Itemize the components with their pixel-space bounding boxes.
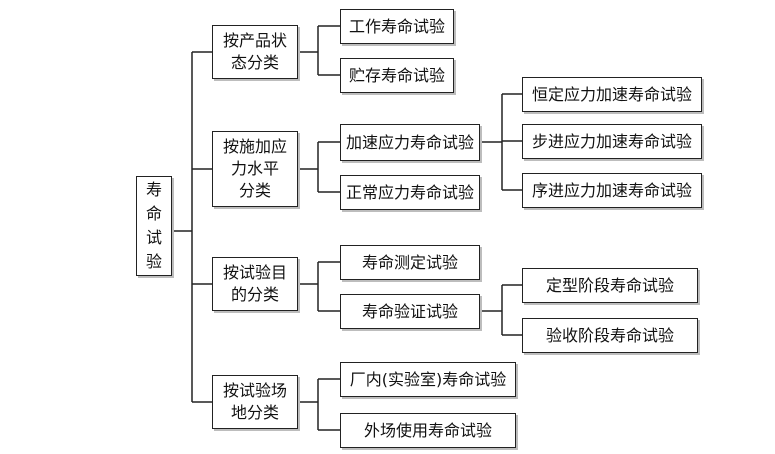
label-line: 力水平 (230, 159, 279, 178)
label-line: 按施加应 (222, 137, 287, 156)
node-field-use-test: 外场使用寿命试验 (340, 413, 516, 448)
node-step-stress-accelerated-test: 步进应力加速寿命试验 (522, 124, 702, 159)
label-line: 按试验目 (222, 263, 287, 282)
label-line: 态分类 (230, 53, 279, 72)
node-accelerated-stress-test: 加速应力寿命试验 (340, 124, 480, 161)
category-product-state: 按产品状态分类 (212, 25, 298, 79)
node-in-house-lab-test: 厂内(实验室)寿命试验 (340, 362, 516, 397)
root-node: 寿命试验 (136, 176, 172, 276)
label-line: 按试验场 (222, 381, 287, 400)
node-constant-stress-accelerated-test: 恒定应力加速寿命试验 (522, 77, 702, 112)
label-line: 地分类 (230, 403, 279, 422)
category-test-purpose: 按试验目的分类 (212, 257, 298, 311)
label-line: 分类 (238, 181, 271, 200)
node-work-life-test: 工作寿命试验 (340, 9, 454, 44)
label-line: 按产品状 (222, 31, 287, 50)
node-life-measurement-test: 寿命测定试验 (340, 245, 480, 280)
node-type-stage-life-test: 定型阶段寿命试验 (522, 268, 698, 303)
category-stress-level: 按施加应力水平分类 (212, 131, 298, 207)
node-storage-life-test: 贮存寿命试验 (340, 58, 454, 93)
category-test-site: 按试验场地分类 (212, 375, 298, 429)
label-line: 的分类 (230, 285, 279, 304)
node-life-verification-test: 寿命验证试验 (340, 294, 480, 329)
node-normal-stress-test: 正常应力寿命试验 (340, 175, 480, 210)
root-label-char: 寿 (145, 180, 162, 199)
root-label-char: 试 (145, 228, 162, 247)
root-label-char: 命 (145, 204, 162, 223)
node-acceptance-stage-life-test: 验收阶段寿命试验 (522, 318, 698, 353)
node-progressive-stress-accelerated-test: 序进应力加速寿命试验 (522, 173, 702, 208)
root-label-char: 验 (145, 252, 162, 271)
